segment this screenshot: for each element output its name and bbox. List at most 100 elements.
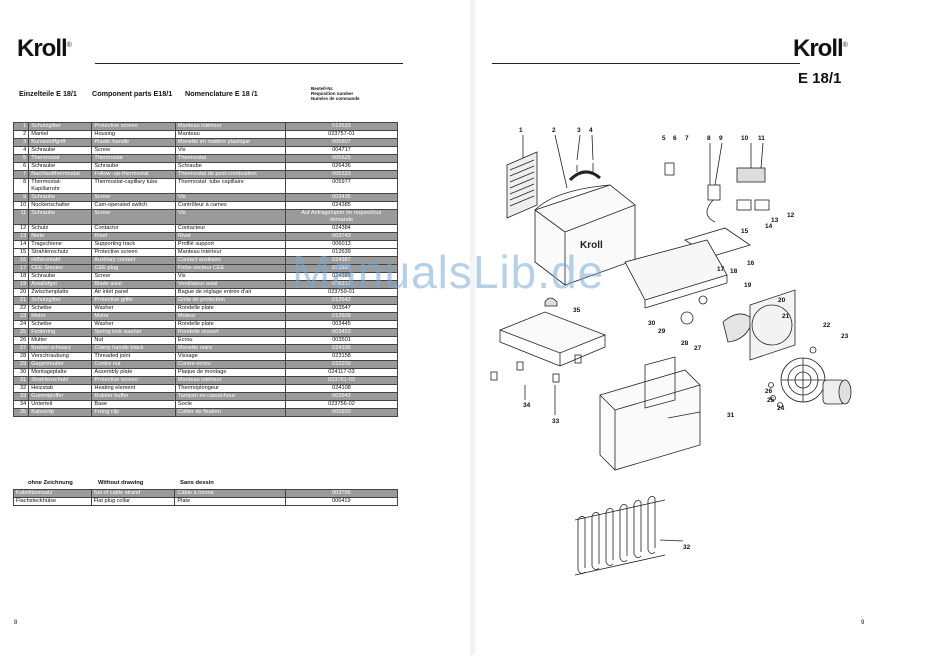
- table-cell-n: 23: [12, 312, 30, 321]
- table-cell-fr: Vis: [174, 209, 286, 225]
- table-cell-n: 2: [12, 130, 30, 139]
- table-cell-en: Base: [91, 400, 176, 409]
- table-cell-fr: Câble à torons: [174, 489, 286, 498]
- table-cell-de: Niete: [28, 232, 93, 241]
- table-cell-de: Strahlenschutz: [28, 376, 93, 385]
- table-cell-no: 012633: [284, 122, 399, 131]
- table-cell-de: Schutz: [28, 224, 93, 233]
- part-motor: [822, 379, 852, 405]
- callout-35: 35: [573, 307, 581, 314]
- table-cell-de: Scheibe: [28, 304, 93, 313]
- table-cell-n: 31: [12, 376, 30, 385]
- callout-30: 30: [648, 320, 656, 327]
- table-cell-fr: Vis: [174, 193, 286, 202]
- table-cell-fr: Moteur: [174, 312, 286, 321]
- table-cell-fr: Manteau intérieur: [174, 122, 286, 131]
- table-cell-fr: Collier de fixation: [174, 408, 286, 417]
- table-cell-de: Heizstab: [28, 384, 93, 393]
- table-cell-en: Schraube: [91, 162, 176, 171]
- callout-19: 19: [744, 282, 752, 289]
- callout-15: 15: [741, 228, 749, 235]
- page-number-right: 9: [861, 620, 865, 626]
- table-cell-de: Schraube: [28, 162, 93, 171]
- table-cell-n: 11: [12, 209, 30, 225]
- callout-22: 22: [823, 322, 831, 329]
- table-cell-en: Spring lock washer: [91, 328, 176, 337]
- table-cell-de: Kunststoffgriff: [28, 138, 93, 147]
- table-cell-fr: Contacteur: [174, 224, 286, 233]
- page-number-left: 8: [14, 620, 18, 626]
- table-cell-en: Washer: [91, 320, 176, 329]
- callout-12: 12: [787, 212, 795, 219]
- callout-21: 21: [782, 313, 790, 320]
- callout-20: 20: [778, 297, 786, 304]
- part-heating-element: [574, 496, 666, 576]
- table-cell-fr: Rondelle plate: [174, 304, 286, 313]
- table-cell-en: Thermostat-capillary tube: [91, 178, 176, 194]
- header-german: Einzelteile E 18/1: [19, 89, 77, 98]
- callout-14: 14: [765, 223, 773, 230]
- callout-26: 26: [765, 388, 773, 395]
- table-cell-fr: Vis: [174, 146, 286, 155]
- callout-16: 16: [747, 260, 755, 267]
- table-cell-en: Contactor: [91, 224, 176, 233]
- table-cell-n: 27: [12, 344, 30, 353]
- callout-5: 5: [662, 135, 666, 142]
- table-cell-fr: Thermostat: [174, 154, 286, 163]
- table-cell-en: Screw: [91, 272, 176, 281]
- table-cell-de: Schraube: [28, 209, 93, 225]
- table-cell-no: 003445: [284, 320, 399, 329]
- table-cell-n: 26: [12, 336, 30, 345]
- table-cell-n: 17: [12, 264, 30, 273]
- callout-2: 2: [552, 127, 556, 134]
- table-cell-de: Motor: [28, 312, 93, 321]
- table-cell-en: Protective screen: [91, 248, 176, 257]
- table-cell-fr: Vis: [174, 272, 286, 281]
- table-cell-fr: Thermostat tube capillaire: [174, 178, 286, 194]
- table-cell-fr: Manteau intérieur: [174, 376, 286, 385]
- table-cell-n: 4: [12, 146, 30, 155]
- part-base: [498, 311, 607, 367]
- table-cell-en: Auxiliary contact: [91, 256, 176, 265]
- table-cell-fr: Plaque de montage: [174, 368, 286, 377]
- table-cell-en: Protective screen: [91, 376, 176, 385]
- table-cell-en: Screw: [91, 146, 176, 155]
- table-cell-en: Rubber buffer: [91, 392, 176, 401]
- table-cell-fr: Contrôleur à cames: [174, 201, 286, 210]
- table-cell-en: CEE plug: [91, 264, 176, 273]
- left-page: Kroll® Einzelteile E 18/1 Component part…: [0, 0, 470, 655]
- table-cell-n: 33: [12, 392, 30, 401]
- table-cell-n: 34: [12, 400, 30, 409]
- callout-34: 34: [523, 402, 531, 409]
- model-title: E 18/1: [798, 70, 842, 87]
- table-cell-en: Plastic handle: [91, 138, 176, 147]
- callout-32: 32: [683, 544, 691, 551]
- table-cell-no: Auf Anfrage/upon on request/sur demande: [284, 209, 399, 225]
- table-cell-en: Set of cable strand: [90, 489, 176, 498]
- table-cell-fr: Profilé support: [174, 240, 286, 249]
- exploded-view-diagram: Kroll: [490, 134, 852, 576]
- table-cell-no: 023761-03: [284, 376, 399, 385]
- table-cell-no: 005323: [284, 170, 399, 179]
- table-cell-de: Gummipuffer: [28, 392, 93, 401]
- table-cell-fr: Manteau: [174, 130, 286, 139]
- table-cell-n: 32: [12, 384, 30, 393]
- table-cell-fr: Contact auxiliaire: [174, 256, 286, 265]
- table-cell-n: 3: [12, 138, 30, 147]
- table-cell-en: Clamp handle black: [91, 344, 176, 353]
- table-cell-fr: Ecrou: [174, 336, 286, 345]
- table-cell-no: 003501: [284, 336, 399, 345]
- table-cell-de: Federring: [28, 328, 93, 337]
- callout-3: 3: [577, 127, 581, 134]
- kroll-logo-right: Kroll®: [793, 35, 848, 62]
